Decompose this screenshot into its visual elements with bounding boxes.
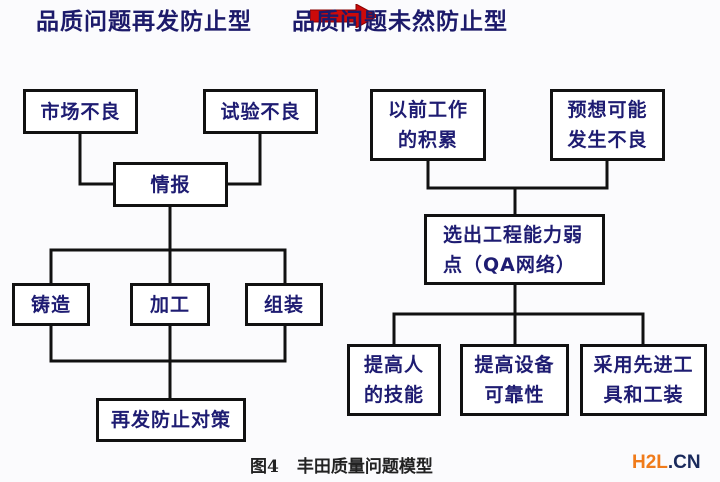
right-arrow-icon — [310, 4, 378, 28]
connector-bottom-branch — [392, 312, 645, 344]
weak-process-box: 选出工程能力弱 点（QA网络） — [424, 214, 605, 285]
left-title: 品质问题再发防止型 — [36, 9, 252, 35]
figure-title: 丰田质量问题模型 — [296, 457, 433, 477]
connector-branch-top — [49, 248, 287, 283]
info-box: 情报 — [113, 162, 228, 207]
figure-number: 图4 — [250, 457, 279, 477]
connector-market-info — [78, 133, 113, 186]
predict-defects-box: 预想可能 发生不良 — [550, 89, 665, 161]
equipment-reliability-box: 提高设备 可靠性 — [460, 344, 569, 416]
machining-box: 加工 — [130, 283, 210, 326]
recurrence-prevention-box: 再发防止对策 — [96, 398, 246, 442]
figure-caption: 图4 丰田质量问题模型 — [250, 452, 433, 477]
watermark-part-b: .CN — [667, 452, 701, 473]
market-defect-box: 市场不良 — [23, 89, 138, 134]
past-experience-box: 以前工作 的积累 — [370, 89, 486, 161]
advanced-tools-box: 采用先进工 具和工装 — [580, 344, 707, 416]
watermark-part-a: H2L — [632, 452, 668, 473]
watermark-logo: H2L.CN — [632, 452, 701, 474]
connector-merge-bottom — [49, 325, 287, 363]
right-title: 品质问题未然防止型 — [292, 9, 508, 35]
test-defect-box: 试验不良 — [203, 89, 318, 134]
connector-top-join — [426, 160, 609, 190]
assembly-box: 组装 — [245, 283, 323, 326]
connector-test-info — [228, 133, 262, 186]
improve-skills-box: 提高人 的技能 — [347, 344, 441, 416]
casting-box: 铸造 — [12, 283, 90, 326]
